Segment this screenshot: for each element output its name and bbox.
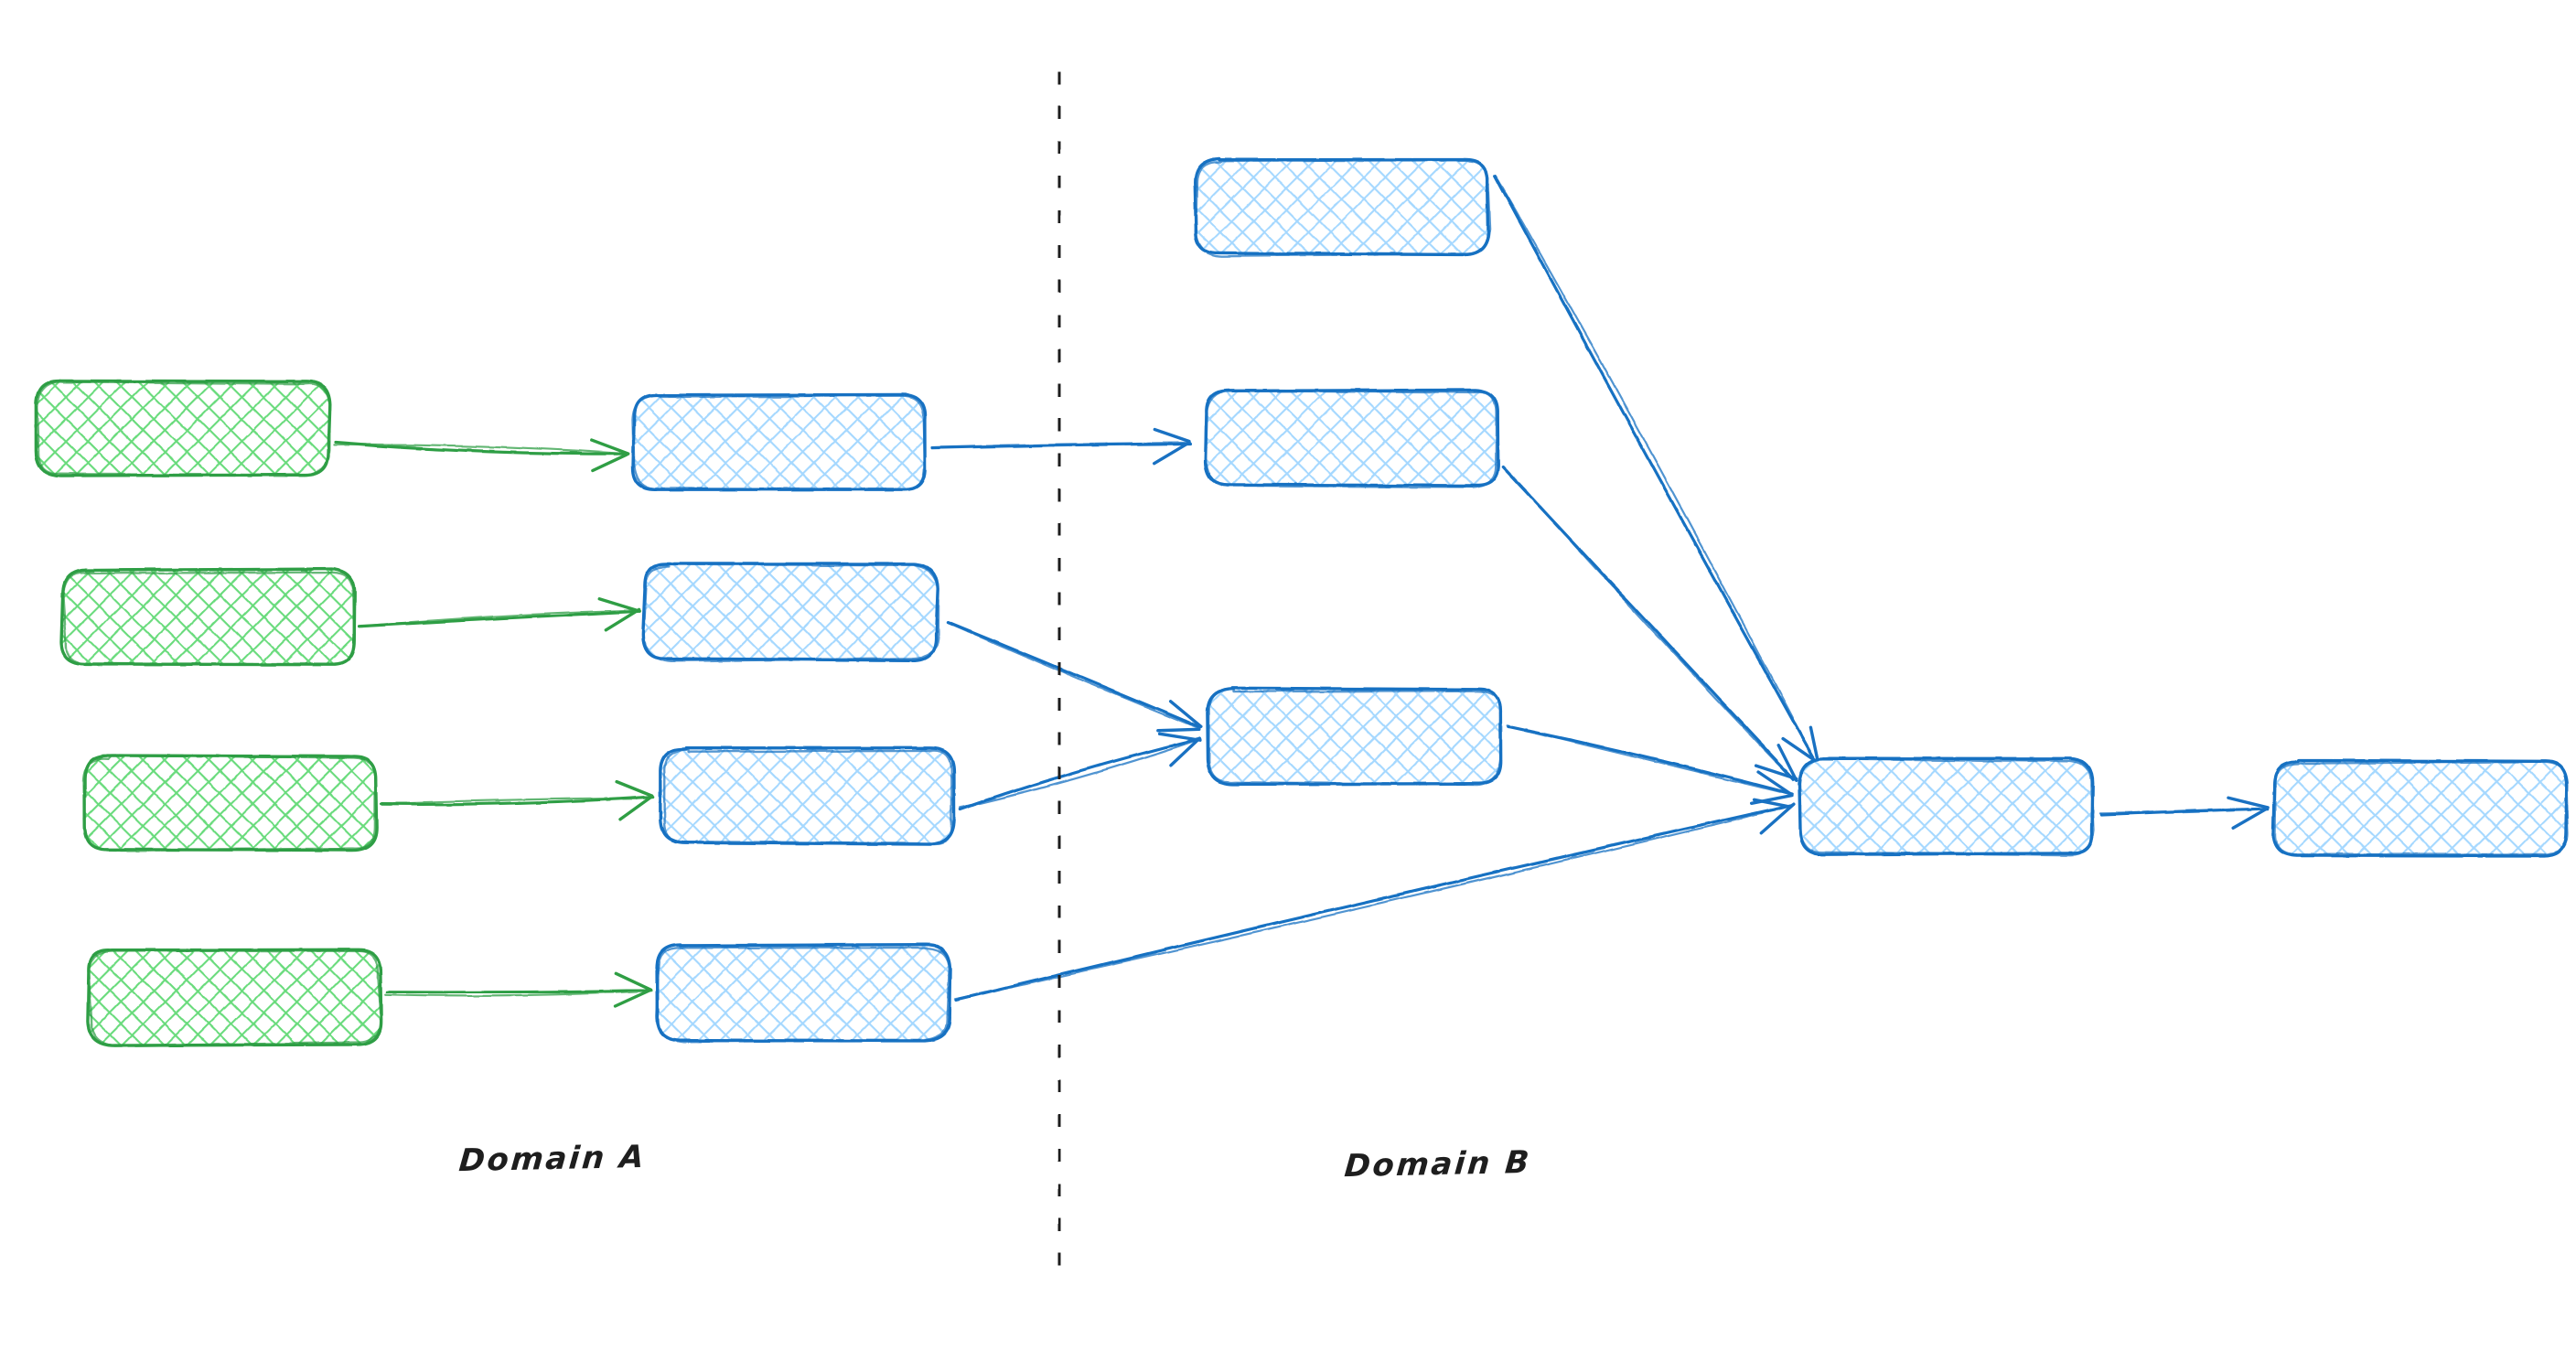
edges-layer (333, 174, 2270, 1008)
arrowhead-icon (2227, 796, 2270, 830)
edge-c2-d1[interactable] (1501, 465, 1798, 782)
node-box-a1[interactable] (34, 379, 332, 477)
node-box-d1[interactable] (1798, 756, 2095, 856)
domain-label-b: Domain B (1343, 1143, 1533, 1185)
arrowhead-icon (590, 438, 630, 473)
edge-b1-c2[interactable] (930, 427, 1192, 466)
node-box-c1[interactable] (1193, 156, 1491, 257)
arrowhead-icon (1749, 770, 1794, 806)
node-box-b2[interactable] (641, 562, 939, 663)
node-box-b4[interactable] (655, 943, 952, 1044)
node-box-a3[interactable] (82, 754, 379, 852)
node-box-b1[interactable] (631, 392, 927, 491)
arrowhead-icon (597, 597, 641, 632)
edge-b3-c3[interactable] (959, 732, 1202, 811)
arrowhead-icon (1153, 427, 1191, 466)
edge-a2-b2[interactable] (357, 597, 641, 632)
node-box-b3[interactable] (659, 746, 956, 846)
node-box-a4[interactable] (86, 948, 383, 1047)
edge-b2-c3[interactable] (946, 621, 1203, 733)
edge-a4-b4[interactable] (384, 971, 653, 1008)
edge-c3-d1[interactable] (1506, 724, 1794, 806)
node-box-a2[interactable] (59, 567, 357, 667)
edge-b4-d1[interactable] (953, 798, 1796, 1002)
node-box-c2[interactable] (1203, 388, 1500, 488)
nodes-layer (34, 156, 2570, 1047)
arrowhead-icon (1157, 732, 1202, 767)
arrowhead-icon (613, 971, 653, 1008)
arrowhead-icon (615, 779, 654, 821)
edge-c1-d1[interactable] (1493, 174, 1819, 765)
node-box-e1[interactable] (2271, 758, 2570, 858)
divider-layer (1056, 70, 1063, 1289)
edge-a3-b3[interactable] (380, 779, 655, 821)
node-box-c3[interactable] (1206, 686, 1503, 787)
domain-label-a: Domain A (457, 1138, 648, 1180)
arrowhead-icon (1754, 744, 1798, 782)
edge-a1-b1[interactable] (333, 438, 630, 473)
arrowhead-icon (1781, 725, 1819, 764)
edge-d1-e1[interactable] (2098, 796, 2270, 830)
arrowhead-icon (1156, 700, 1203, 733)
domain-divider (1056, 70, 1063, 1289)
